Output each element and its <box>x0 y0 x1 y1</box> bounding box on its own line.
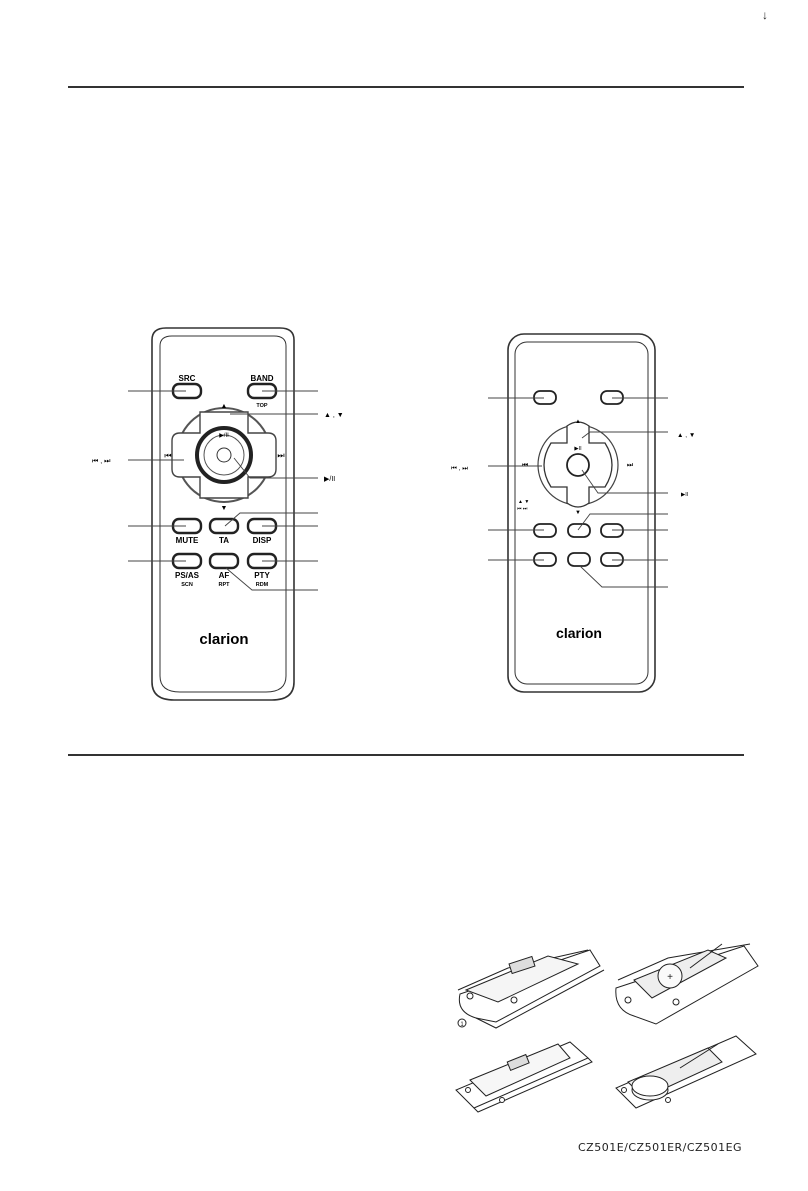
remote-2-dpad: ▶II ▲ ▼ ⏮ ⏭ <box>522 419 634 516</box>
r2-next-icon: ⏭ <box>627 462 634 469</box>
r1-prev-next-callout: ⏮ , ⏭ <box>92 458 111 465</box>
r2-top-left-button <box>533 390 557 405</box>
r2-row2-left-button <box>533 552 557 567</box>
r2-small-prevnext: ⏮ ⏭ <box>517 506 528 512</box>
af-sublabel: RPT <box>219 582 231 588</box>
next-icon: ⏭ <box>277 451 284 460</box>
r1-play-pause-callout: ▶/II <box>324 476 335 483</box>
step-marker-1: 1 <box>460 1022 464 1028</box>
ta-button <box>208 517 240 535</box>
down-arrow-icon: ▼ <box>221 505 228 512</box>
up-arrow-icon: ▲ <box>221 403 228 410</box>
prev-icon: ⏮ <box>164 451 171 460</box>
remote-1-brand-logo: clarion <box>199 631 248 648</box>
r2-down-arrow-icon: ▼ <box>575 510 581 516</box>
af-label: AF <box>219 571 230 580</box>
band-sublabel: TOP <box>256 403 268 409</box>
r1-up-down-callout: ▲ , ▼ <box>324 412 344 419</box>
psas-label: PS/AS <box>175 571 200 580</box>
r2-small-updown: ▲ ▼ <box>518 499 529 505</box>
top-rule <box>68 86 744 88</box>
page-marker: ↓ <box>762 8 768 22</box>
ta-label: TA <box>219 536 229 545</box>
battery-step-1-illustration: 1 <box>457 949 605 1029</box>
r2-row1-mid-button <box>567 523 591 538</box>
disp-label: DISP <box>253 536 272 545</box>
r2-row2-mid-button <box>567 552 591 567</box>
af-button <box>208 552 240 570</box>
psas-sublabel: SCN <box>181 582 193 588</box>
remote-2-callout-lines <box>488 397 668 588</box>
middle-rule <box>68 754 744 756</box>
remote-1-dpad: ▶/II ▲ ▼ ⏮ ⏭ <box>164 403 284 512</box>
battery-step-3-illustration <box>455 1041 593 1113</box>
src-label: SRC <box>179 374 196 383</box>
r2-prev-icon: ⏮ <box>522 462 528 469</box>
pty-label: PTY <box>254 571 270 580</box>
battery-step-4-illustration <box>615 1035 757 1109</box>
r2-up-arrow-icon: ▲ <box>575 419 581 425</box>
remote-2-brand-logo: clarion <box>556 625 602 641</box>
r2-play-pause-label: ▶II <box>574 446 582 452</box>
r2-up-down-callout: ▲ , ▼ <box>677 432 695 439</box>
remote-1-diagram: SRC BAND TOP ▶/II ▲ ▼ ⏮ ⏭ MUTE TA DISP P… <box>92 327 695 701</box>
battery-illustrations: 1 + <box>455 943 759 1113</box>
pty-sublabel: RDM <box>256 582 269 588</box>
r2-play-pause-callout: ▶II <box>681 492 689 498</box>
remote-1-body <box>151 327 295 701</box>
mute-label: MUTE <box>176 536 199 545</box>
battery-step-2-illustration: + <box>615 943 759 1025</box>
r2-prev-next-callout: ⏮ , ⏭ <box>451 465 468 472</box>
battery-plus-sign: + <box>667 972 673 983</box>
r2-row1-left-button <box>533 523 557 538</box>
r2-row2-right-button <box>600 552 624 567</box>
r2-row1-right-button <box>600 523 624 538</box>
remote-2-body <box>507 333 656 693</box>
band-label: BAND <box>250 374 273 383</box>
r2-top-right-button <box>600 390 624 405</box>
play-pause-label: ▶/II <box>219 433 229 439</box>
model-caption: CZ501E/CZ501ER/CZ501EG <box>578 1141 743 1154</box>
remote-1-callout-lines <box>128 390 318 591</box>
